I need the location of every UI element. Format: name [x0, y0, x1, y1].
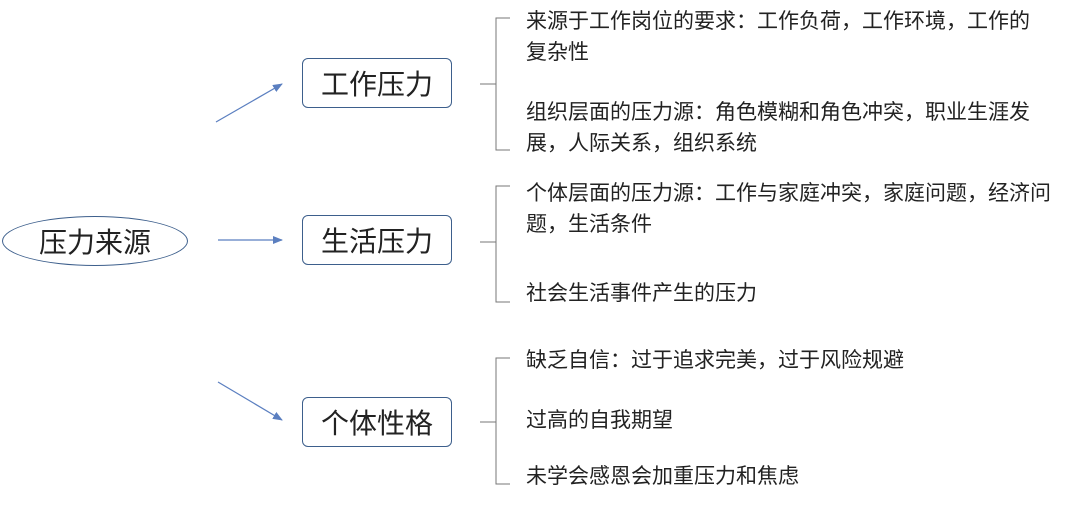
- category-work-pressure: 工作压力: [302, 58, 452, 108]
- arrow-to-work-pressure: [215, 83, 283, 123]
- brace-work-pressure: [480, 17, 510, 151]
- personality-item-lack-of-confidence: 缺乏自信：过于追求完美，过于风险规避: [526, 348, 904, 372]
- brace-life-pressure: [480, 185, 510, 303]
- personality-item-high-expectations: 过高的自我期望: [526, 408, 673, 432]
- life-item-individual-stressors: 个体层面的压力源：工作与家庭冲突，家庭问题，经济问题，生活条件: [526, 181, 1051, 236]
- category-personality: 个体性格: [302, 397, 452, 447]
- work-item-organizational-stressors: 组织层面的压力源：角色模糊和角色冲突，职业生涯发展，人际关系，组织系统: [526, 100, 1030, 155]
- category-life-pressure: 生活压力: [302, 215, 452, 265]
- root-node-pressure-sources: 压力来源: [2, 216, 188, 266]
- life-item-social-events: 社会生活事件产生的压力: [526, 281, 757, 305]
- personality-item-gratitude: 未学会感恩会加重压力和焦虑: [526, 464, 799, 488]
- arrow-to-personality: [217, 381, 283, 421]
- brace-personality: [480, 357, 510, 485]
- work-item-job-demands: 来源于工作岗位的要求：工作负荷，工作环境，工作的复杂性: [526, 9, 1030, 64]
